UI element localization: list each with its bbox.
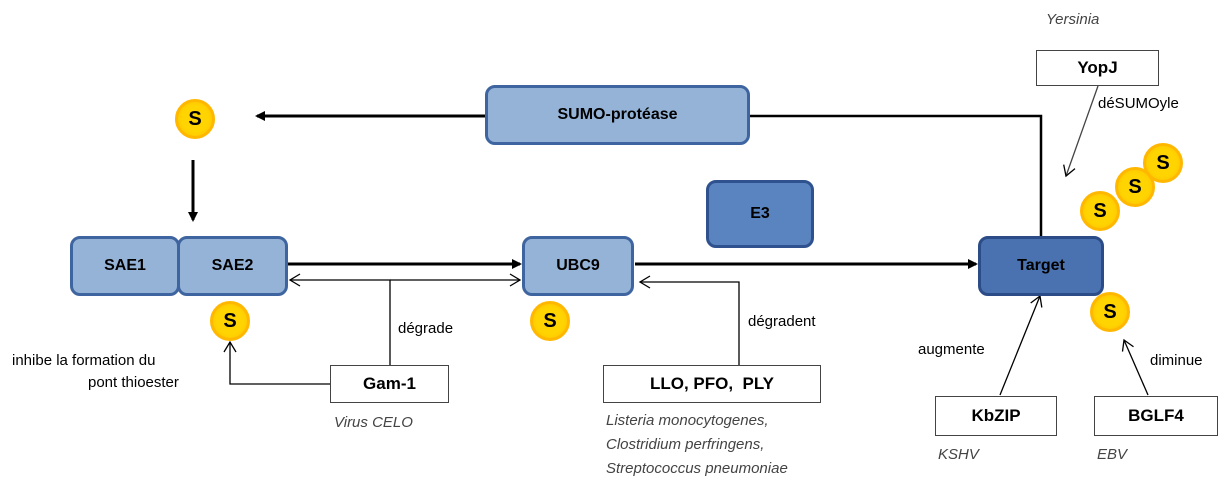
yopj-action: déSUMOyle xyxy=(1098,95,1179,112)
bglf4-action: diminue xyxy=(1150,352,1203,369)
node-sumo-protease: SUMO-protéase xyxy=(485,85,750,145)
node-e3: E3 xyxy=(706,180,814,248)
sumo-on-sae2: S xyxy=(210,301,250,341)
yopj-organism: Yersinia xyxy=(1046,11,1100,28)
kbzip-action: augmente xyxy=(918,341,985,358)
arrow-gam1-degrade xyxy=(288,273,391,365)
sumo-chain-1: S xyxy=(1080,191,1120,231)
node-sae1: SAE1 xyxy=(70,236,180,296)
sumo-on-target: S xyxy=(1090,292,1130,332)
bglf4-organism: EBV xyxy=(1097,446,1128,463)
arrow-llo-degrade xyxy=(638,275,740,365)
node-ubc9: UBC9 xyxy=(522,236,634,296)
sumo-free: S xyxy=(175,99,215,139)
arrow-gam1-inhibit xyxy=(223,340,330,385)
llo-organism-1: Listeria monocytogenes, xyxy=(606,412,769,429)
llo-box: LLO, PFO, PLY xyxy=(603,365,821,403)
arrow-yopj-desumoyle xyxy=(1063,85,1099,178)
gam1-action-degrade: dégrade xyxy=(398,320,454,337)
kbzip-box: KbZIP xyxy=(935,396,1057,436)
gam1-organism: Virus CELO xyxy=(334,414,413,431)
gam1-box: Gam-1 xyxy=(330,365,449,403)
gam1-action-inhibit-line2: pont thioester xyxy=(88,374,179,391)
kbzip-organism: KSHV xyxy=(938,446,979,463)
gam1-action-inhibit-line1: inhibe la formation du xyxy=(12,352,156,369)
llo-action: dégradent xyxy=(748,313,816,330)
sumo-chain-2: S xyxy=(1115,167,1155,207)
arrow-bglf4-diminue xyxy=(1121,338,1149,396)
arrow-target-to-protease xyxy=(750,114,1043,236)
node-target: Target xyxy=(978,236,1104,296)
llo-organism-3: Streptococcus pneumoniae xyxy=(606,460,788,477)
node-sae2: SAE2 xyxy=(177,236,288,296)
yopj-box: YopJ xyxy=(1036,50,1159,86)
arrow-kbzip-augmente xyxy=(999,294,1043,396)
sumo-on-ubc9: S xyxy=(530,301,570,341)
bglf4-box: BGLF4 xyxy=(1094,396,1218,436)
llo-organism-2: Clostridium perfringens, xyxy=(606,436,765,453)
